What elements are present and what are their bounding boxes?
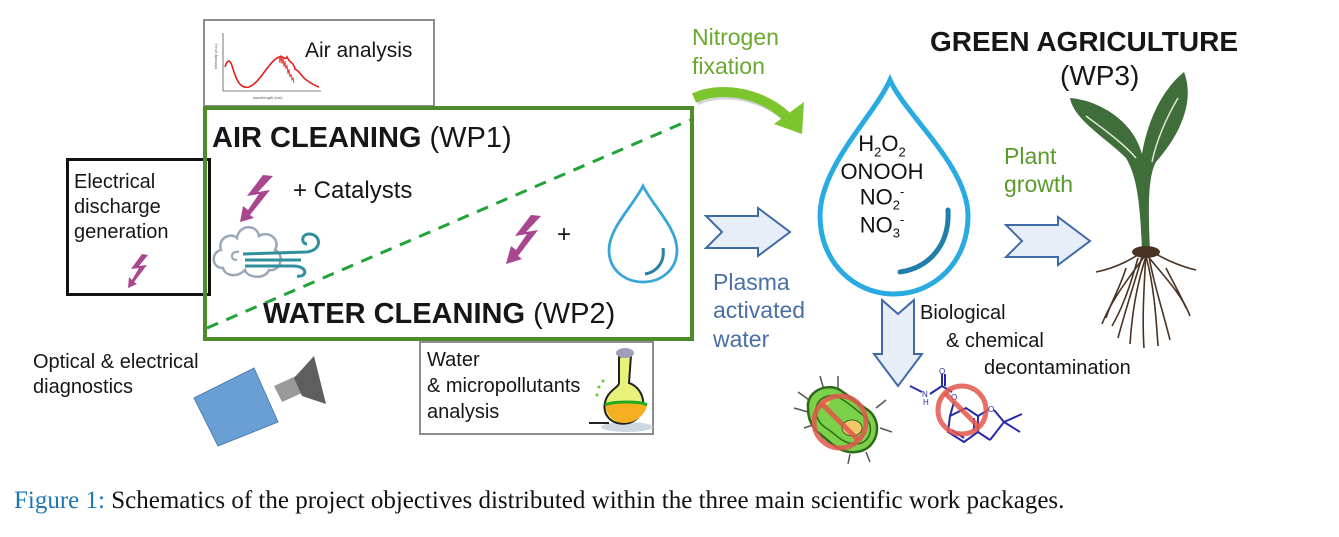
water-analysis-box: Water & micropollutants analysis <box>419 341 654 435</box>
plasma-water-drop-icon <box>817 73 971 297</box>
molecule-prohibited-icon: O N H O O <box>909 367 1023 444</box>
figure-caption-label: Figure 1: <box>14 487 105 514</box>
flask-icon <box>589 348 653 432</box>
wp1-title-wp: (WP1) <box>421 122 512 154</box>
lightning-icon <box>506 215 541 264</box>
plant-icon <box>1070 72 1197 349</box>
wp1-title: AIR CLEANING (WP1) <box>212 122 512 154</box>
mol-label-h: H <box>923 398 929 407</box>
wp3-label: (WP3) <box>1060 60 1140 91</box>
plant-growth-line2: growth <box>1004 171 1074 197</box>
wp1-title-bold: AIR CLEANING <box>212 122 422 154</box>
plasma-water-line1: Plasma <box>713 269 790 295</box>
species-no2: NO2- <box>859 183 905 213</box>
wp3-title: GREEN AGRICULTURE <box>930 26 1238 57</box>
plasma-water-line3: water <box>713 326 770 352</box>
wp2-title: WATER CLEANING (WP2) <box>263 298 615 330</box>
water-analysis-line3: analysis <box>427 401 500 423</box>
air-analysis-box: Intensity (a.u.) wavelength (nm) Air ana… <box>203 19 435 107</box>
svg-text:wavelength (nm): wavelength (nm) <box>253 95 283 100</box>
camera-icon <box>193 356 326 447</box>
curved-green-arrow <box>691 87 804 134</box>
electrical-discharge-line3: generation <box>74 221 169 243</box>
nitrogen-line1: Nitrogen <box>692 24 779 50</box>
bacteria-prohibited-icon <box>793 375 893 465</box>
water-analysis-line1: Water <box>427 349 480 371</box>
reactive-species-list: H2O2 ONOOH NO2- NO3- <box>836 131 928 242</box>
wp1-wp2-box: AIR CLEANING (WP1) + Catalysts + WATER C… <box>203 106 694 341</box>
spectrum-chart-icon: Intensity (a.u.) wavelength (nm) <box>213 33 321 100</box>
svg-text:Intensity (a.u.): Intensity (a.u.) <box>213 43 218 69</box>
lightning-icon <box>240 175 273 222</box>
nitrogen-line2: fixation <box>692 53 765 79</box>
arrow-down <box>872 297 924 388</box>
decontamination-line3: decontamination <box>984 357 1131 379</box>
wp1-catalysts: + Catalysts <box>293 177 413 204</box>
plasma-water-line2: activated <box>713 297 806 323</box>
mol-label-o1: O <box>939 367 945 376</box>
wp2-title-wp: (WP2) <box>525 298 616 330</box>
electrical-discharge-line1: Electrical <box>74 171 156 193</box>
arrow-to-drop <box>703 206 792 258</box>
species-onooh: ONOOH <box>840 159 924 185</box>
wp2-title-bold: WATER CLEANING <box>263 298 526 330</box>
figure-caption: Figure 1: Schematics of the project obje… <box>14 487 1064 515</box>
electrical-discharge-line2: discharge <box>74 196 161 218</box>
dashed-divider <box>206 118 691 330</box>
lightning-icon <box>128 254 148 288</box>
air-analysis-label: Air analysis <box>305 39 413 62</box>
decontamination-line2: & chemical <box>946 330 1044 352</box>
wp2-plus: + <box>557 221 572 248</box>
optical-line1: Optical & electrical <box>33 351 199 373</box>
water-drop-icon <box>607 182 679 284</box>
wind-cloud-icon <box>212 226 320 278</box>
species-h2o2: H2O2 <box>858 131 906 160</box>
decontamination-line1: Biological <box>920 302 1006 324</box>
electrical-discharge-box: Electrical discharge generation <box>66 158 211 296</box>
mol-label-o3: O <box>988 405 994 414</box>
mol-label-o2: O <box>951 393 957 402</box>
species-no3: NO3- <box>859 212 905 242</box>
plant-growth-line1: Plant <box>1004 143 1057 169</box>
water-analysis-line2: & micropollutants <box>427 375 581 397</box>
figure-caption-text: Schematics of the project objectives dis… <box>104 487 1065 514</box>
mol-label-n: N <box>922 390 928 399</box>
optical-line2: diagnostics <box>33 376 134 398</box>
arrow-to-plant <box>1003 215 1092 267</box>
